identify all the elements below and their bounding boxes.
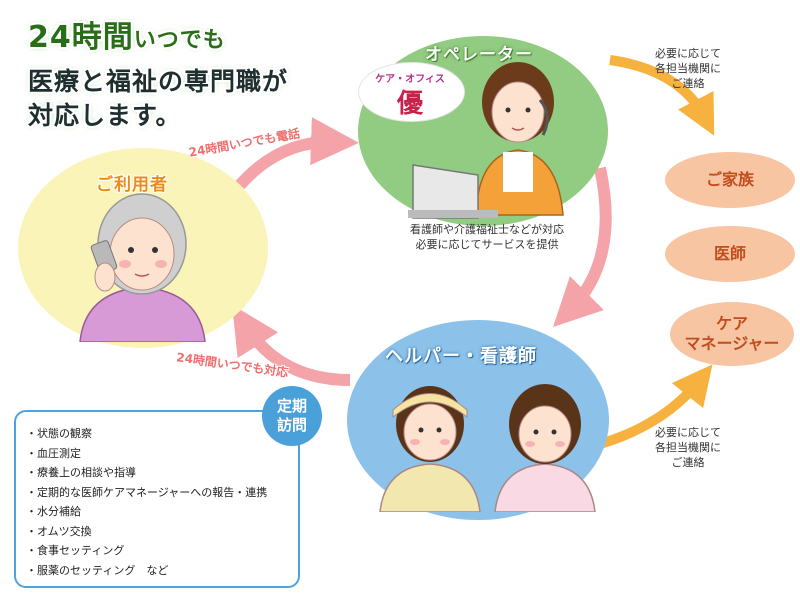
visit-service-item: 食事セッティング (26, 541, 298, 561)
visit-service-item: 服薬のセッティング など (26, 561, 298, 581)
contact-doctor: 医師 (665, 226, 795, 282)
operator-illustration (408, 62, 564, 219)
visit-service-item: 定期的な医師ケアマネージャーへの報告・連携 (26, 483, 298, 503)
regular-visit-badge: 定期訪問 (262, 386, 322, 446)
arrow-helper-to-user (232, 304, 351, 386)
helper-nurse-illustration (379, 384, 596, 512)
contact-care-manager: ケアマネージャー (670, 302, 794, 366)
arrow-operator-to-helper (553, 166, 612, 327)
contact-note-bottom: 必要に応じて 各担当機関に ご連絡 (655, 426, 721, 469)
visit-services-list: 状態の観察血圧測定療養上の相談や指導定期的な医師ケアマネージャーへの報告・連携水… (16, 412, 298, 580)
visit-services-box: 状態の観察血圧測定療養上の相談や指導定期的な医師ケアマネージャーへの報告・連携水… (14, 410, 300, 588)
care-office-logo-label: ケア・オフィス (375, 74, 445, 85)
visit-service-item: 療養上の相談や指導 (26, 463, 298, 483)
visit-service-item: 水分補給 (26, 502, 298, 522)
visit-service-item: 血圧測定 (26, 444, 298, 464)
contact-note-top: 必要に応じて 各担当機関に ご連絡 (655, 47, 721, 90)
headline-line3: 対応します。 (28, 101, 182, 130)
arrow-user-to-operator (235, 117, 359, 190)
operator-description: 看護師や介護福祉士などが対応 必要に応じてサービスを提供 (410, 223, 564, 251)
elderly-woman-illustration (79, 193, 206, 342)
contact-family: ご家族 (665, 152, 795, 208)
user-title: ご利用者 (96, 175, 168, 195)
headline-24h: 24時間いつでも (28, 20, 226, 55)
care-office-logo-mark: 優 (396, 89, 423, 119)
arrow-operator-to-contacts (609, 55, 715, 136)
headline-line2: 医療と福祉の専門職が (28, 67, 289, 96)
visit-service-item: 状態の観察 (26, 424, 298, 444)
operator-title: オペレーター (425, 45, 533, 65)
care-office-logo (358, 62, 465, 122)
helper-title: ヘルパー・看護師 (385, 346, 537, 367)
visit-service-item: オムツ交換 (26, 522, 298, 542)
